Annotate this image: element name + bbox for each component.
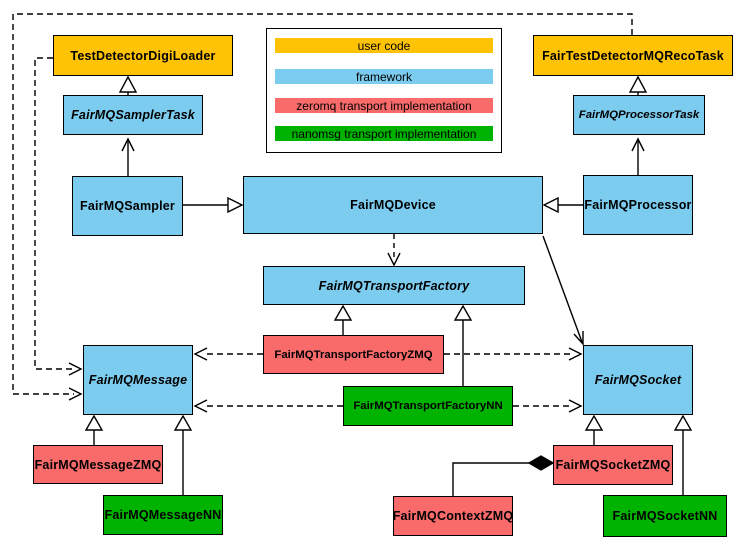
legend-swatch-user-code: user code xyxy=(275,38,493,53)
legend-label-user-code: user code xyxy=(357,38,411,53)
legend-swatch-zeromq: zeromq transport implementation xyxy=(275,98,493,113)
node-label: FairMQTransportFactoryZMQ xyxy=(274,348,433,361)
node-fairmqtransportfactory: FairMQTransportFactory xyxy=(263,266,525,305)
node-fairmqsamplertask: FairMQSamplerTask xyxy=(63,95,203,135)
node-label: FairMQSamplerTask xyxy=(71,108,195,122)
legend: user code framework zeromq transport imp… xyxy=(266,28,502,153)
node-fairmqprocessor: FairMQProcessor xyxy=(583,175,693,235)
legend-swatch-framework: framework xyxy=(275,69,493,84)
node-label: FairMQTransportFactory xyxy=(318,278,470,293)
node-fairmqprocessortask: FairMQProcessorTask xyxy=(573,95,705,135)
node-label: FairMQSocketNN xyxy=(612,509,718,523)
node-fairmqsocket: FairMQSocket xyxy=(583,345,693,415)
node-testdetectordigiloader: TestDetectorDigiLoader xyxy=(53,35,233,76)
node-label: FairMQDevice xyxy=(350,198,436,212)
edge-factoryzmq-to-socket-dashed xyxy=(444,347,583,361)
legend-swatch-nanomsg: nanomsg transport implementation xyxy=(275,126,493,141)
node-fairmqsampler: FairMQSampler xyxy=(72,176,183,236)
edge-device-to-transportfactory-dashed xyxy=(387,234,401,267)
edge-factorynn-to-factory xyxy=(453,304,473,386)
edge-socketnn-to-socket xyxy=(673,414,693,495)
edge-messagezmq-to-message xyxy=(84,414,104,445)
edge-factoryzmq-to-message-dashed xyxy=(193,347,263,361)
edge-factorynn-to-socket-dashed xyxy=(513,399,583,413)
node-fairmqdevice: FairMQDevice xyxy=(243,176,543,234)
edge-contextzmq-to-socketzmq-aggregation xyxy=(452,455,555,496)
edge-digiloader-to-message-dashed xyxy=(34,57,83,376)
edge-samplertask-to-digiloader xyxy=(118,75,138,95)
node-label: FairMQTransportFactoryNN xyxy=(353,400,503,412)
node-fairmqtransportfactoryzmq: FairMQTransportFactoryZMQ xyxy=(263,335,444,374)
node-label: FairMQSampler xyxy=(80,199,175,213)
node-fairmqsocketnn: FairMQSocketNN xyxy=(603,495,727,537)
node-label: FairMQProcessor xyxy=(584,198,692,212)
edge-processor-to-device xyxy=(542,196,583,214)
node-label: FairMQProcessorTask xyxy=(578,109,700,121)
node-fairmqmessagenn: FairMQMessageNN xyxy=(103,495,223,535)
edge-sampler-to-samplertask xyxy=(121,137,135,176)
node-label: FairMQMessageNN xyxy=(104,508,222,522)
node-label: FairMQMessage xyxy=(88,373,188,387)
node-label: TestDetectorDigiLoader xyxy=(70,48,216,63)
node-fairmqmessagezmq: FairMQMessageZMQ xyxy=(33,445,163,484)
edge-processor-to-processortask xyxy=(631,137,645,175)
edge-messagenn-to-message xyxy=(173,414,193,495)
node-fairmqsocketzmq: FairMQSocketZMQ xyxy=(553,445,673,485)
legend-label-zeromq: zeromq transport implementation xyxy=(296,98,472,113)
node-fairmqtransportfactorynn: FairMQTransportFactoryNN xyxy=(343,386,513,426)
edge-factorynn-to-message-dashed xyxy=(193,399,343,413)
legend-label-framework: framework xyxy=(355,69,412,84)
edge-device-to-socket xyxy=(542,235,584,346)
edge-processortask-to-recotask xyxy=(628,75,648,95)
node-fairmqmessage: FairMQMessage xyxy=(83,345,193,415)
edge-recotask-to-message-dashed xyxy=(12,13,633,401)
node-label: FairMQMessageZMQ xyxy=(34,457,162,472)
node-label: FairMQContextZMQ xyxy=(392,509,514,523)
node-label: FairMQSocketZMQ xyxy=(555,458,671,472)
node-fairtestdetectormqrecotask: FairTestDetectorMQRecoTask xyxy=(533,35,733,76)
node-fairmqcontextzmq: FairMQContextZMQ xyxy=(393,496,513,536)
edge-socketzmq-to-socket xyxy=(584,414,604,445)
edge-factoryzmq-to-factory xyxy=(333,304,353,335)
edge-sampler-to-device xyxy=(183,196,244,214)
node-label: FairTestDetectorMQRecoTask xyxy=(542,48,724,63)
legend-label-nanomsg: nanomsg transport implementation xyxy=(291,126,477,141)
node-label: FairMQSocket xyxy=(594,373,682,387)
